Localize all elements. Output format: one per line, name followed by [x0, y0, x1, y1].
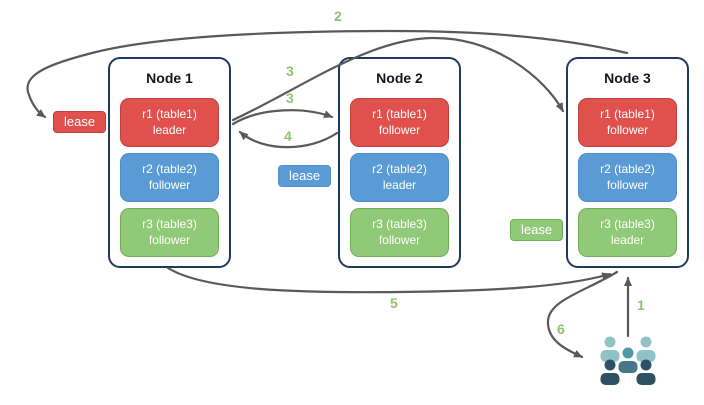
- arrow-step5-node1-to-node3: [166, 266, 612, 294]
- node-1-replica-r2: r2 (table2) follower: [120, 153, 219, 202]
- user-middle: [618, 347, 638, 373]
- node-2-replica-r3: r3 (table3) follower: [350, 208, 449, 257]
- replica-name: r2 (table2): [372, 161, 427, 176]
- step-label-2: 2: [334, 8, 342, 24]
- node-1-title: Node 1: [146, 70, 193, 86]
- replica-name: r2 (table2): [142, 161, 197, 176]
- users-icon: [600, 336, 656, 385]
- lease-label-r2: lease: [278, 165, 332, 187]
- replica-name: r1 (table1): [142, 106, 197, 121]
- replica-role: leader: [382, 177, 417, 192]
- step-label-6: 6: [557, 321, 565, 337]
- node-1: Node 1 r1 (table1) leader r2 (table2) fo…: [108, 57, 231, 268]
- node-2-title: Node 2: [376, 70, 423, 86]
- replica-name: r2 (table2): [600, 161, 655, 176]
- node-3-replica-r1: r1 (table1) follower: [578, 98, 677, 147]
- arrow-step6-node3-to-users: [546, 270, 619, 359]
- replica-name: r3 (table3): [142, 216, 197, 231]
- node-2-replica-r1: r1 (table1) follower: [350, 98, 449, 147]
- node-3-replica-r2: r2 (table2) follower: [578, 153, 677, 202]
- node-1-replica-r1: r1 (table1) leader: [120, 98, 219, 147]
- step-label-4: 4: [284, 128, 292, 144]
- replica-role: follower: [606, 177, 649, 192]
- step-label-3b: 3: [286, 90, 294, 106]
- step-label-5: 5: [390, 295, 398, 311]
- replica-role: leader: [610, 232, 645, 247]
- replica-name: r3 (table3): [600, 216, 655, 231]
- user-back-right: [636, 336, 656, 362]
- step-label-3a: 3: [286, 63, 294, 79]
- node-2: Node 2 r1 (table1) follower r2 (table2) …: [338, 57, 461, 268]
- node-2-replica-r2: r2 (table2) leader: [350, 153, 449, 202]
- node-3-replica-r3: r3 (table3) leader: [578, 208, 677, 257]
- user-front-right: [636, 359, 656, 385]
- node-3: Node 3 r1 (table1) follower r2 (table2) …: [566, 57, 689, 268]
- user-back-left: [600, 336, 620, 362]
- replica-name: r3 (table3): [372, 216, 427, 231]
- replica-role: follower: [148, 177, 191, 192]
- node-3-title: Node 3: [604, 70, 651, 86]
- replica-name: r1 (table1): [372, 106, 427, 121]
- replica-role: follower: [148, 232, 191, 247]
- replica-name: r1 (table1): [600, 106, 655, 121]
- replica-role: leader: [152, 122, 187, 137]
- node-1-replica-r3: r3 (table3) follower: [120, 208, 219, 257]
- step-label-1: 1: [637, 297, 645, 313]
- replica-role: follower: [378, 122, 421, 137]
- arrow-step3-node1-to-node2: [231, 109, 334, 126]
- replica-role: follower: [378, 232, 421, 247]
- replica-role: follower: [606, 122, 649, 137]
- user-front-left: [600, 359, 620, 385]
- lease-label-r1: lease: [53, 111, 107, 133]
- lease-label-r3: lease: [510, 219, 564, 241]
